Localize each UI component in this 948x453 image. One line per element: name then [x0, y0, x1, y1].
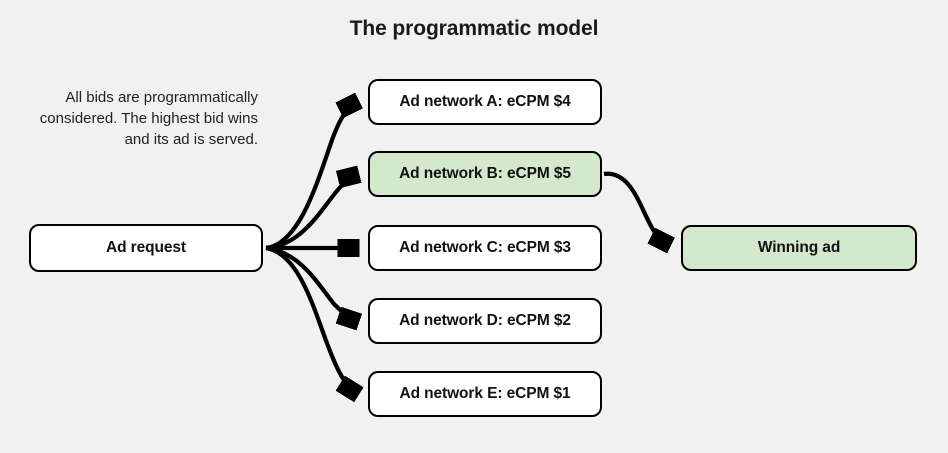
node-ad-network-a[interactable]: Ad network A: eCPM $4 — [368, 79, 602, 125]
node-ad-network-d[interactable]: Ad network D: eCPM $2 — [368, 298, 602, 344]
node-ad-network-b-label: Ad network B: eCPM $5 — [399, 165, 571, 182]
node-winning-ad-label: Winning ad — [757, 239, 841, 256]
node-ad-network-b[interactable]: Ad network B: eCPM $5 — [368, 151, 602, 197]
node-ad-request[interactable]: Ad request — [29, 224, 263, 272]
arrow-request-to-network-a — [265, 102, 356, 251]
node-ad-network-c-label: Ad network C: eCPM $3 — [399, 239, 571, 256]
node-ad-network-e[interactable]: Ad network E: eCPM $1 — [368, 371, 602, 417]
arrow-request-to-network-e — [265, 245, 356, 393]
arrow-request-to-network-b — [265, 175, 356, 251]
arrow-request-to-network-d — [265, 245, 356, 321]
node-ad-network-c[interactable]: Ad network C: eCPM $3 — [368, 225, 602, 271]
arrow-network-b-to-winning-ad — [603, 171, 668, 244]
node-winning-ad[interactable]: Winning ad — [681, 225, 917, 271]
description-text: All bids are programmatically considered… — [39, 89, 258, 148]
node-ad-network-e-label: Ad network E: eCPM $1 — [399, 385, 571, 402]
page-title: The programmatic model — [349, 17, 599, 40]
node-ad-request-label: Ad request — [106, 239, 186, 256]
node-ad-network-a-label: Ad network A: eCPM $4 — [399, 93, 571, 110]
node-ad-network-d-label: Ad network D: eCPM $2 — [399, 312, 571, 329]
